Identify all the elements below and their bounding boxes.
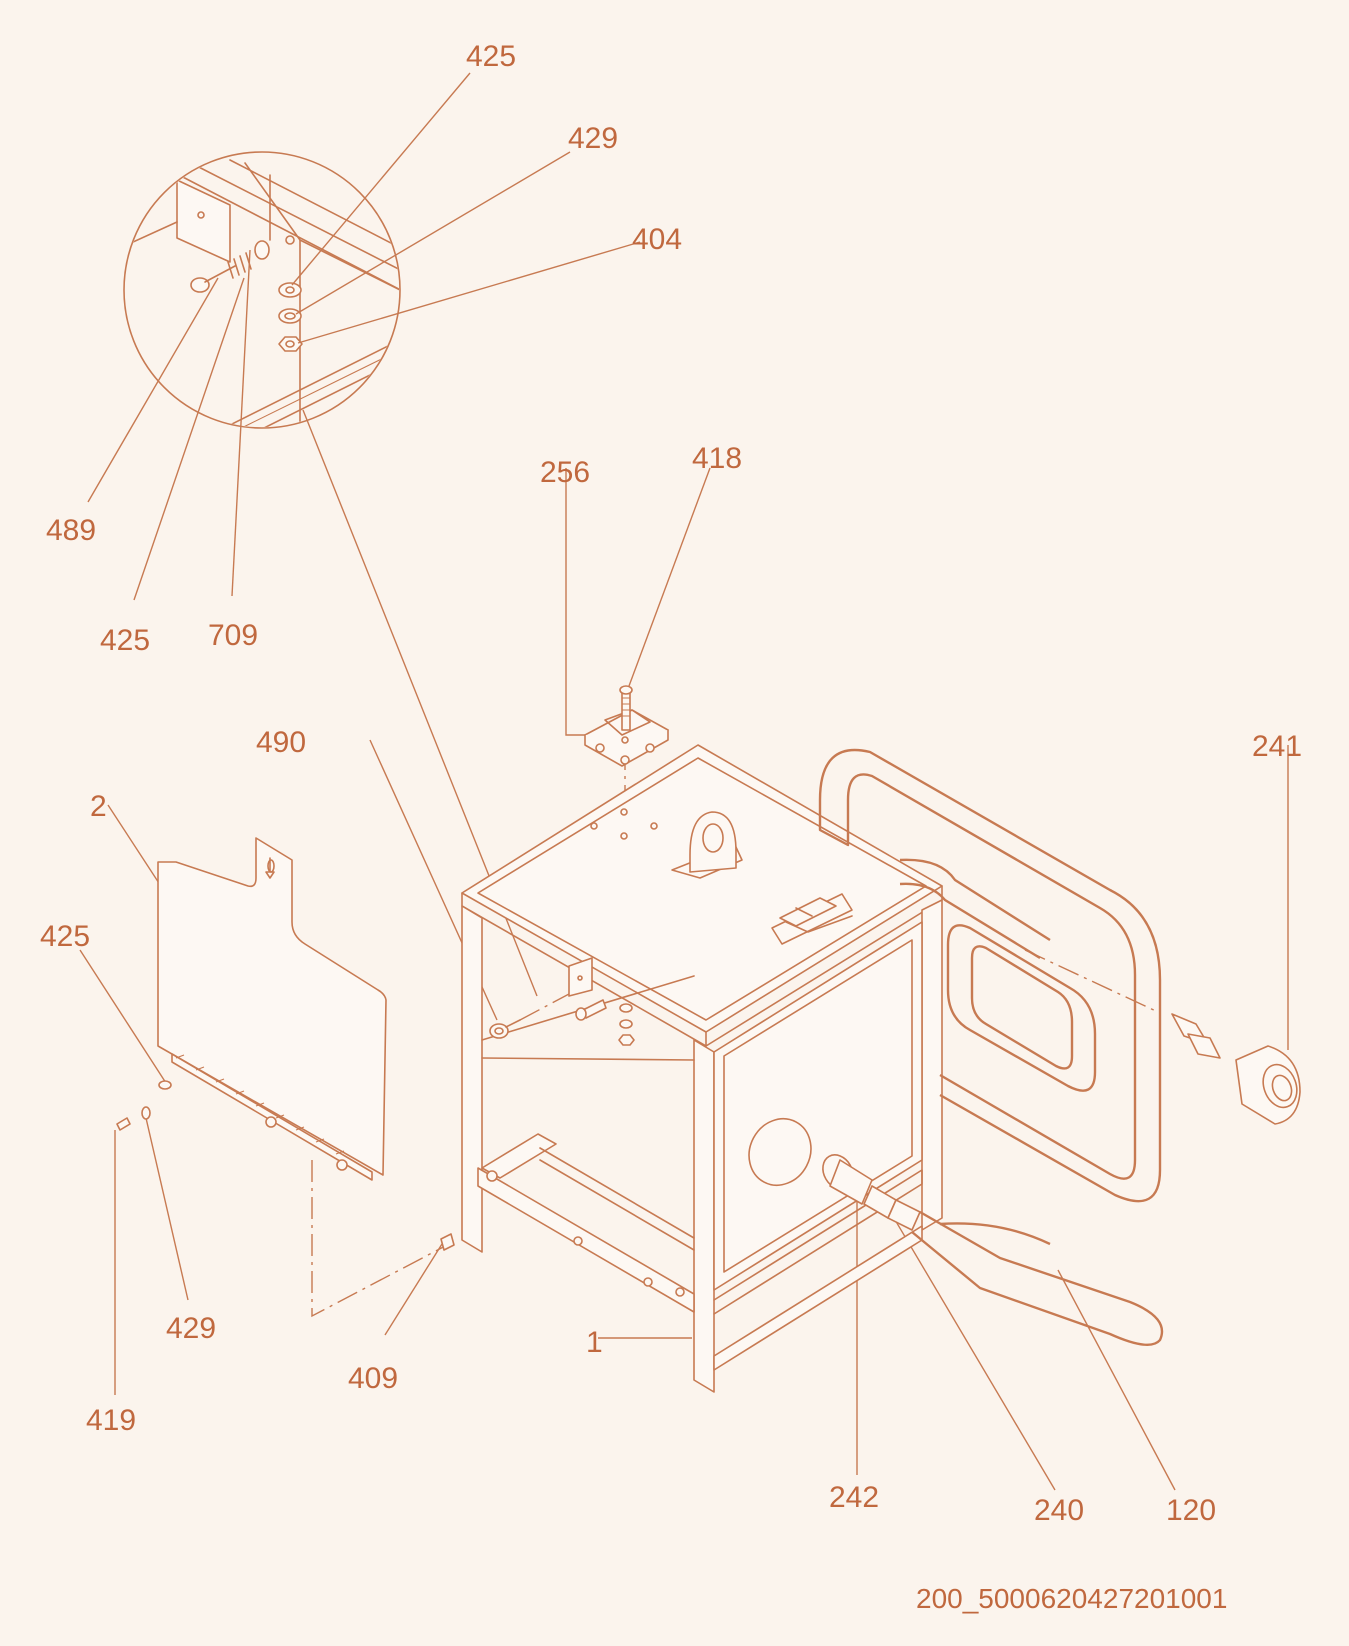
callout-labels: 425 429 404 489 425 709 256 418 490 241 …: [40, 40, 1302, 1614]
detail-magnifier: [123, 151, 401, 429]
callout-242: 242: [829, 1481, 879, 1514]
hose-coupling: [822, 1154, 1164, 1346]
callout-404: 404: [632, 223, 682, 256]
callout-429-top: 429: [568, 122, 618, 155]
document-id: 200_5000620427201001: [916, 1583, 1227, 1614]
callout-1: 1: [586, 1326, 603, 1359]
callout-120: 120: [1166, 1494, 1216, 1527]
callout-489: 489: [46, 514, 96, 547]
leader-lines: [79, 72, 1289, 1491]
panel-fasteners: [116, 1080, 455, 1251]
callout-418: 418: [692, 442, 742, 475]
callout-2: 2: [90, 790, 107, 823]
callout-419: 419: [86, 1404, 136, 1437]
detail-circle: [123, 151, 401, 429]
side-panel: [157, 837, 387, 1181]
callout-490: 490: [256, 726, 306, 759]
callout-409: 409: [348, 1362, 398, 1395]
ground-bracket: [489, 957, 635, 1046]
callout-240: 240: [1034, 1494, 1084, 1527]
top-bracket: [584, 685, 669, 767]
callout-425-detail: 425: [100, 624, 150, 657]
callout-429-panel: 429: [166, 1312, 216, 1345]
callout-425-panel: 425: [40, 920, 90, 953]
tube-handle: [818, 748, 1162, 1203]
callout-256: 256: [540, 456, 590, 489]
coupling-241: [1171, 1013, 1301, 1125]
callout-425-top: 425: [466, 40, 516, 73]
callout-709: 709: [208, 619, 258, 652]
callout-241: 241: [1252, 730, 1302, 763]
main-frame: [461, 744, 943, 1393]
